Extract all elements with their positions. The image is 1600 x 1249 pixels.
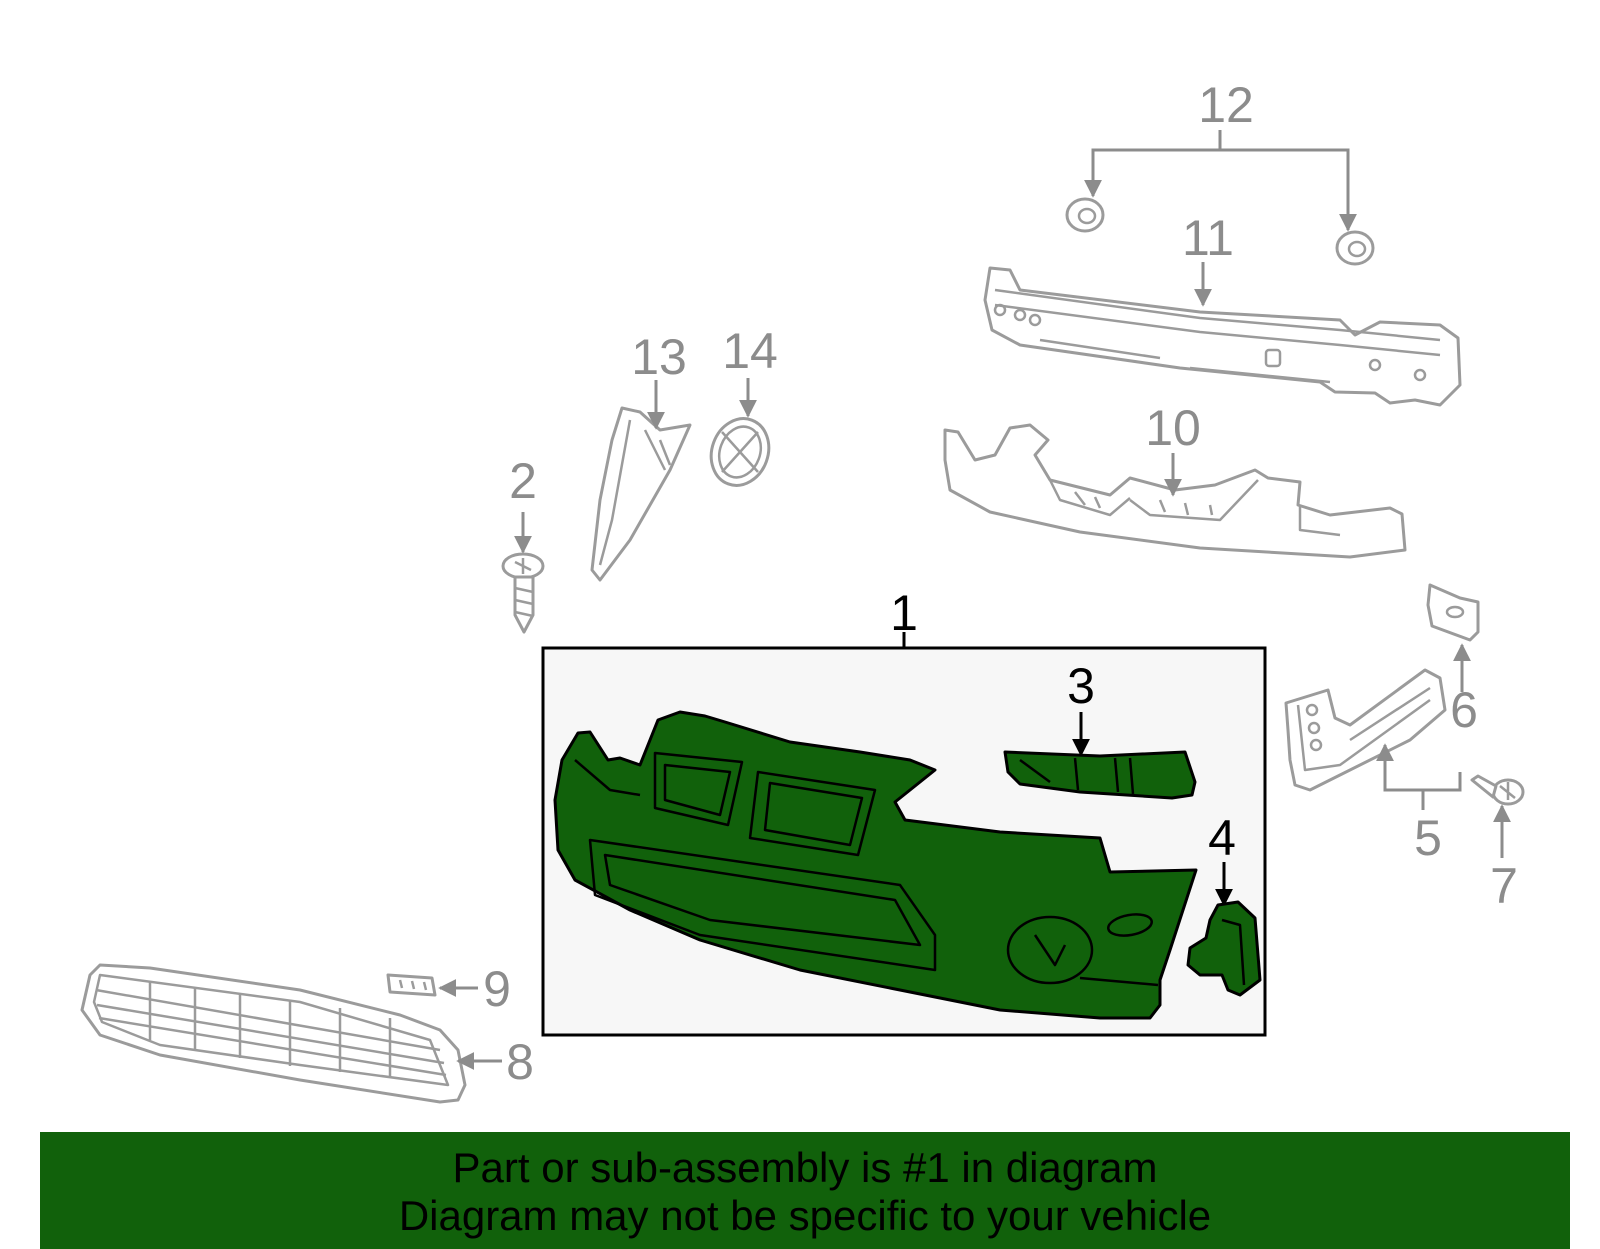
part-8-lower-grille <box>80 963 467 1104</box>
callout-5-leader-right <box>1423 772 1462 792</box>
footer-line-2: Diagram may not be specific to your vehi… <box>398 1192 1212 1239</box>
part-13-filler-panel <box>590 406 692 582</box>
callout-7[interactable]: 7 <box>1490 858 1518 914</box>
footer-line-1: Part or sub-assembly is #1 in diagram <box>452 1144 1158 1191</box>
callout-13[interactable]: 13 <box>631 329 687 385</box>
callout-12[interactable]: 12 <box>1198 77 1254 133</box>
callout-9[interactable]: 9 <box>483 961 511 1017</box>
callout-12-leader <box>1084 130 1357 232</box>
part-7-screw <box>1470 774 1525 806</box>
part-5-guide <box>1284 668 1447 792</box>
callout-8[interactable]: 8 <box>506 1034 534 1090</box>
part-14-emblem <box>709 417 771 487</box>
callout-4[interactable]: 4 <box>1208 810 1236 866</box>
part-12-push-nuts <box>1065 197 1375 266</box>
callout-10[interactable]: 10 <box>1145 400 1201 456</box>
part-6-clip <box>1426 583 1480 642</box>
callout-1[interactable]: 1 <box>890 585 918 641</box>
callout-14[interactable]: 14 <box>722 323 778 379</box>
part-11-reinforcement <box>983 266 1462 407</box>
part-3-bracket[interactable] <box>1003 750 1197 800</box>
callout-6[interactable]: 6 <box>1450 682 1478 738</box>
footer-banner: Part or sub-assembly is #1 in diagram Di… <box>40 1132 1570 1249</box>
part-2-screw <box>501 552 545 634</box>
callout-3[interactable]: 3 <box>1067 658 1095 714</box>
part-4-side-bracket[interactable] <box>1186 900 1262 997</box>
callout-2[interactable]: 2 <box>509 453 537 509</box>
part-1-bumper-cover[interactable] <box>553 710 1198 1020</box>
callout-5-leader <box>1376 743 1425 810</box>
callout-5[interactable]: 5 <box>1414 810 1442 866</box>
callout-11[interactable]: 11 <box>1182 210 1234 266</box>
part-9-clip <box>386 973 437 997</box>
